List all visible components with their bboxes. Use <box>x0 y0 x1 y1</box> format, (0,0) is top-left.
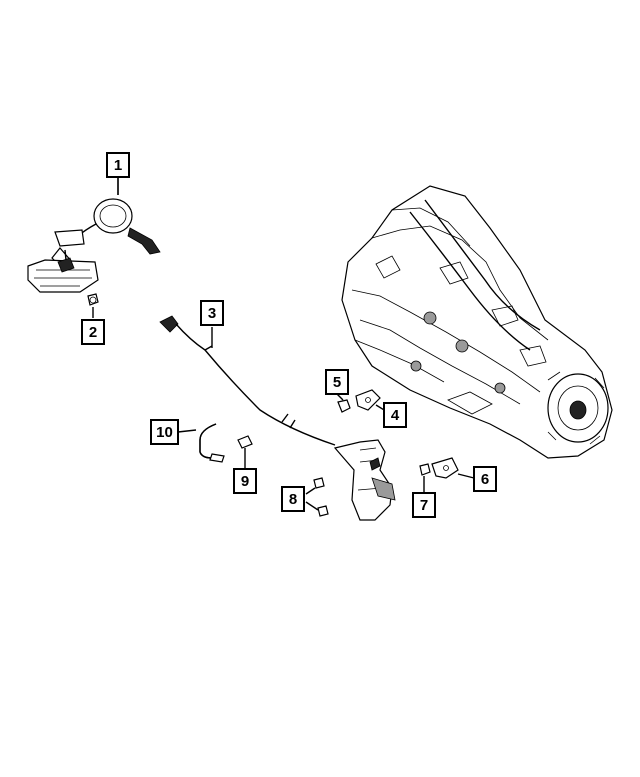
part-1-harness-sensor <box>27 178 161 293</box>
callout-1-label: 1 <box>113 156 123 174</box>
callout-9: 9 <box>233 468 257 494</box>
part-6-bracket <box>431 457 475 479</box>
part-5-nut <box>336 393 351 413</box>
callout-9-label: 9 <box>240 472 250 490</box>
callout-4-label: 4 <box>390 406 400 424</box>
part-9-stud <box>237 435 253 472</box>
callout-3: 3 <box>200 300 224 326</box>
callout-2: 2 <box>81 319 105 345</box>
callout-8-label: 8 <box>288 490 298 508</box>
callout-10: 10 <box>150 419 179 445</box>
callout-4: 4 <box>383 402 407 428</box>
part-7-nut <box>419 463 431 492</box>
transmission-assembly <box>341 185 613 459</box>
callout-6: 6 <box>473 466 497 492</box>
part-8-bolts <box>305 477 329 517</box>
callout-1: 1 <box>106 152 130 178</box>
callout-6-label: 6 <box>480 470 490 488</box>
callout-10-label: 10 <box>156 423 173 441</box>
callout-5: 5 <box>325 369 349 395</box>
callout-2-label: 2 <box>88 323 98 341</box>
part-3-shift-cable <box>159 315 336 446</box>
callout-7: 7 <box>412 492 436 518</box>
part-10-vent-tube <box>177 423 225 463</box>
callout-8: 8 <box>281 486 305 512</box>
part-2-bolt <box>87 293 99 318</box>
callout-5-label: 5 <box>332 373 342 391</box>
callout-3-label: 3 <box>207 304 217 322</box>
callout-7-label: 7 <box>419 496 429 514</box>
shift-cable-bracket <box>333 439 396 521</box>
